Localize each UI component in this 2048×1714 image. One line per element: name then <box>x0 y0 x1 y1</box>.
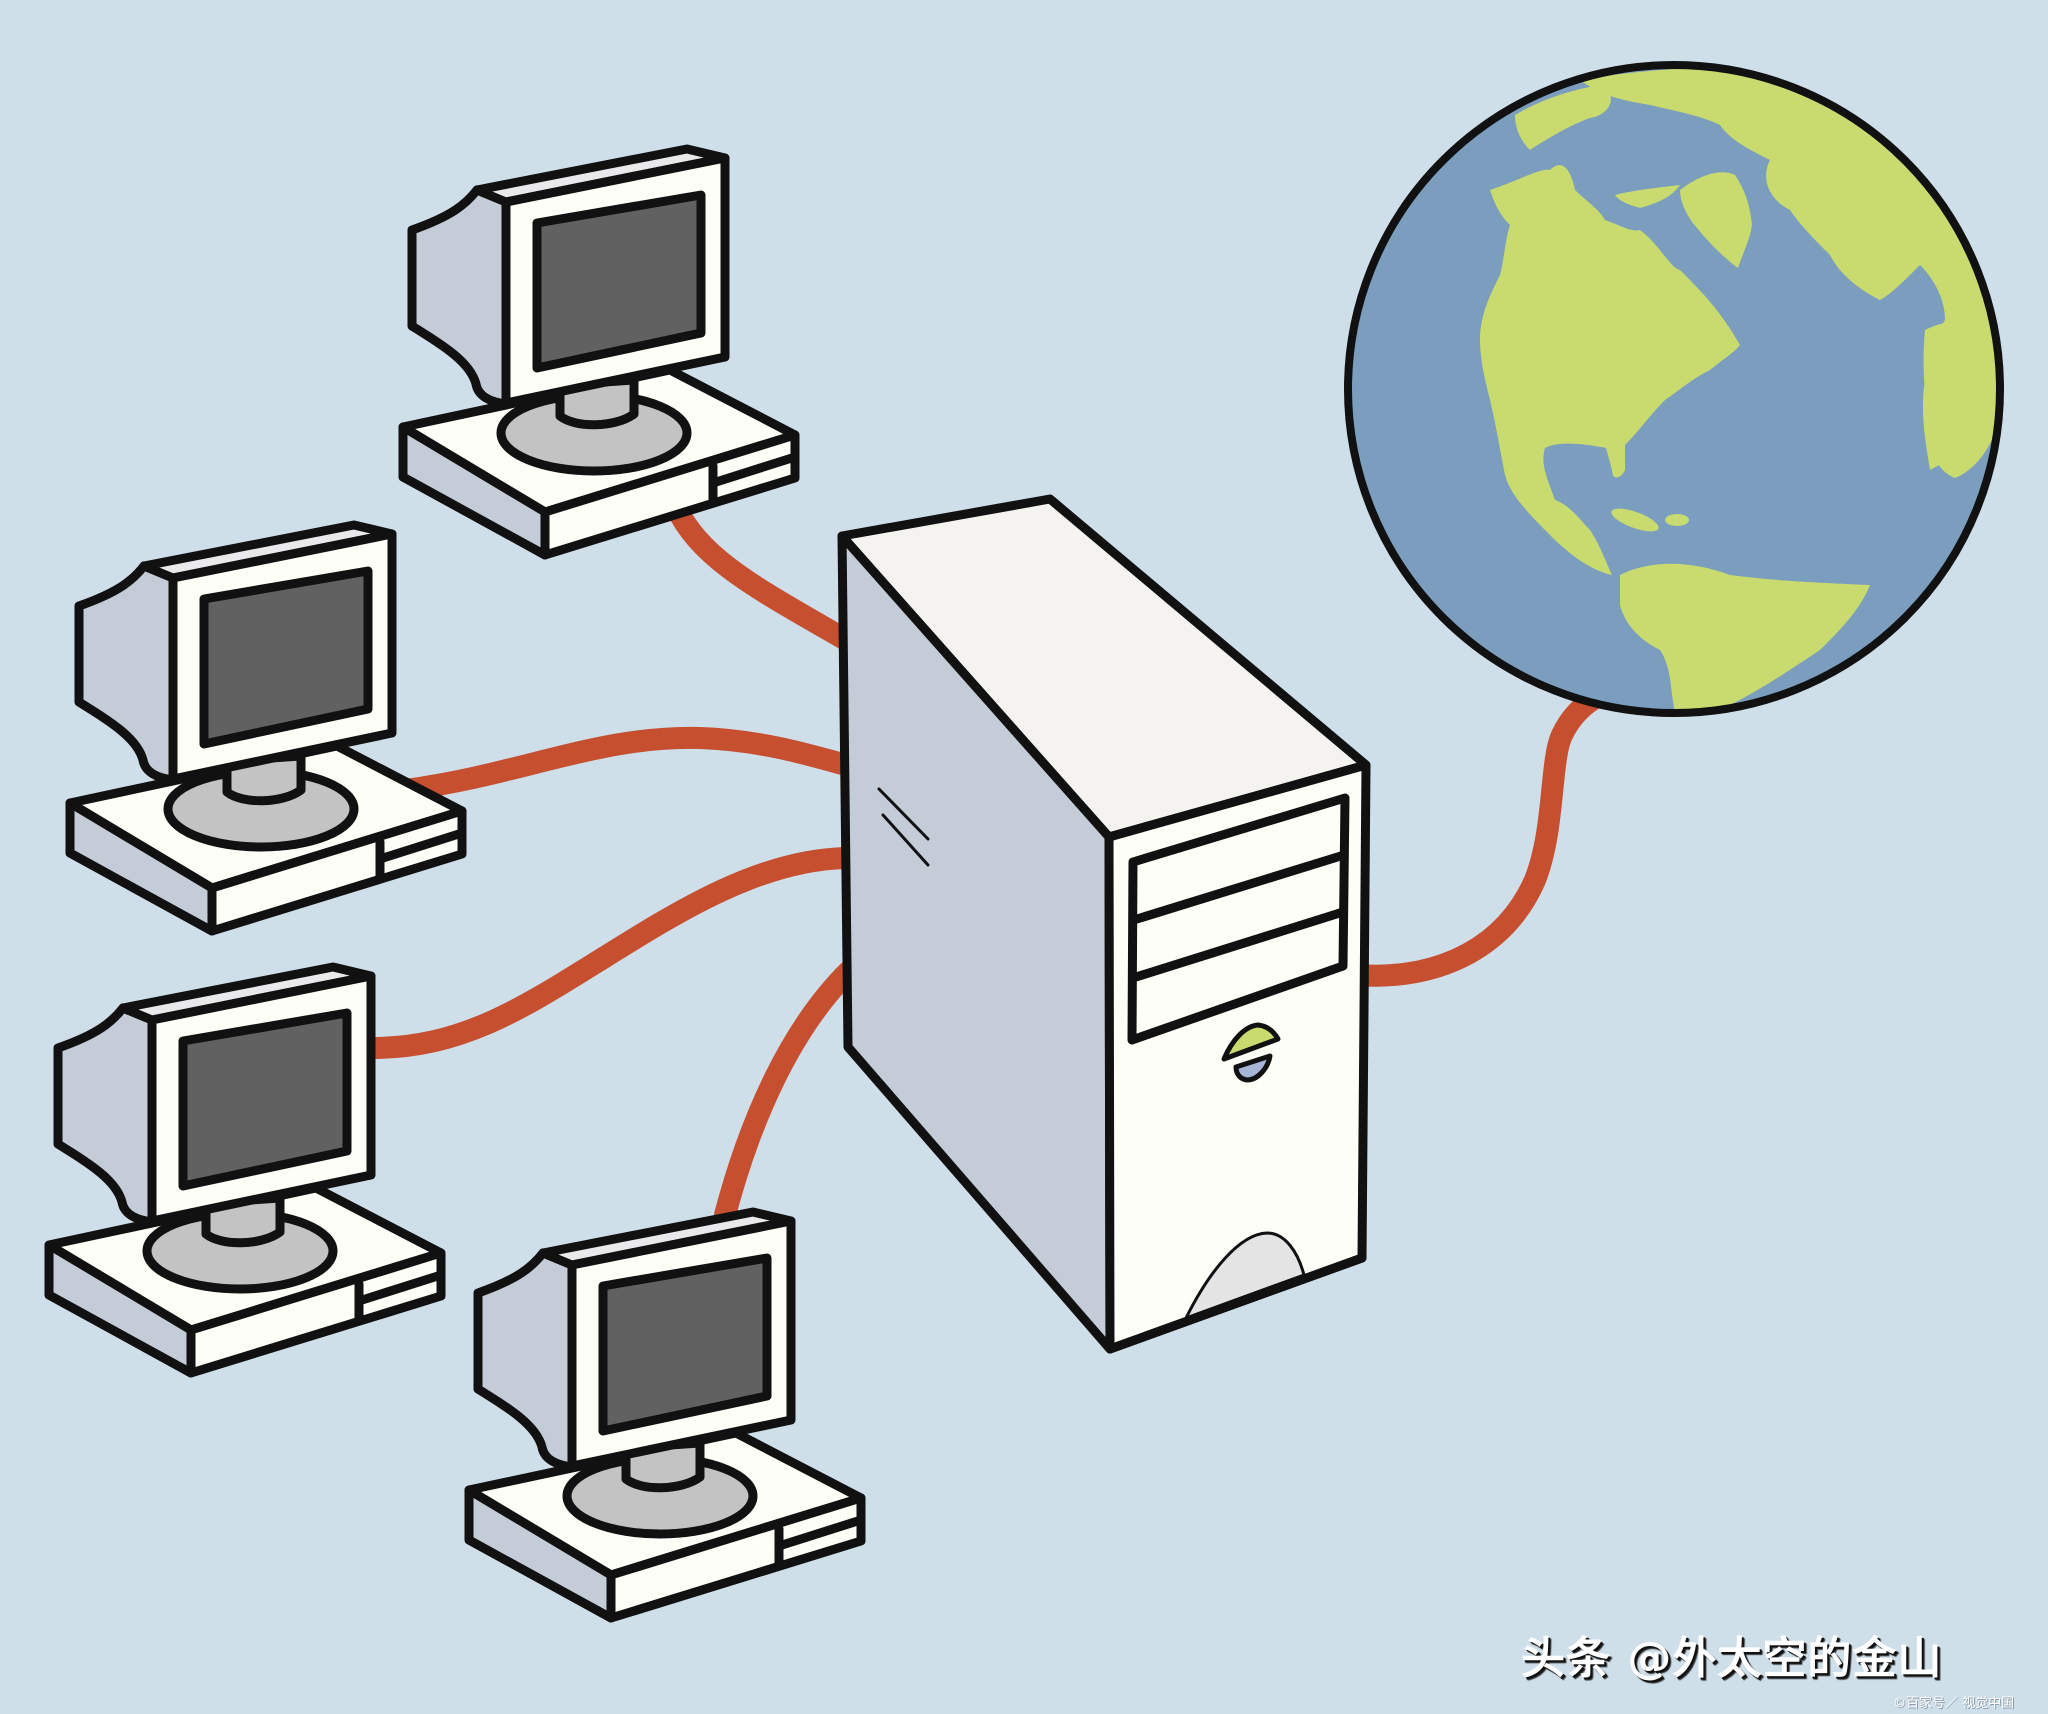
side-vent-line-1 <box>877 787 930 841</box>
globe-outline <box>1344 61 2004 717</box>
server-foot <box>1182 1231 1306 1321</box>
drive-bay-divider-1 <box>1132 850 1349 924</box>
cable-computer-4 <box>714 961 859 1226</box>
globe <box>1344 61 2004 717</box>
watermark-main: 头条 @外太空的金山 <box>1521 1633 1943 1684</box>
globe-continents <box>1480 68 2000 713</box>
drive-bay-divider-2 <box>1131 907 1348 982</box>
cable-server-globe <box>1347 687 1606 987</box>
server-drive-bays <box>1127 793 1350 1045</box>
power-led-green-icon <box>1221 1022 1281 1062</box>
cable-computer-3 <box>361 847 857 1059</box>
side-vent-line-2 <box>881 813 930 867</box>
continent-north-america <box>1480 165 1740 576</box>
watermark-credit: ©百家号／ 视觉中国 <box>1893 1696 2015 1711</box>
continent-south-america <box>1620 563 1870 713</box>
continent-arctic-islands <box>1615 185 1680 208</box>
cable-computer-2 <box>394 726 857 801</box>
server-tower <box>837 494 1371 1354</box>
cables <box>361 494 1606 1226</box>
continent-greenland <box>1680 172 1752 268</box>
cable-computer-1 <box>664 494 857 651</box>
continent-eurasia <box>1580 68 2000 470</box>
activity-led-blue-icon <box>1233 1053 1273 1083</box>
continent-africa <box>1923 322 2000 478</box>
